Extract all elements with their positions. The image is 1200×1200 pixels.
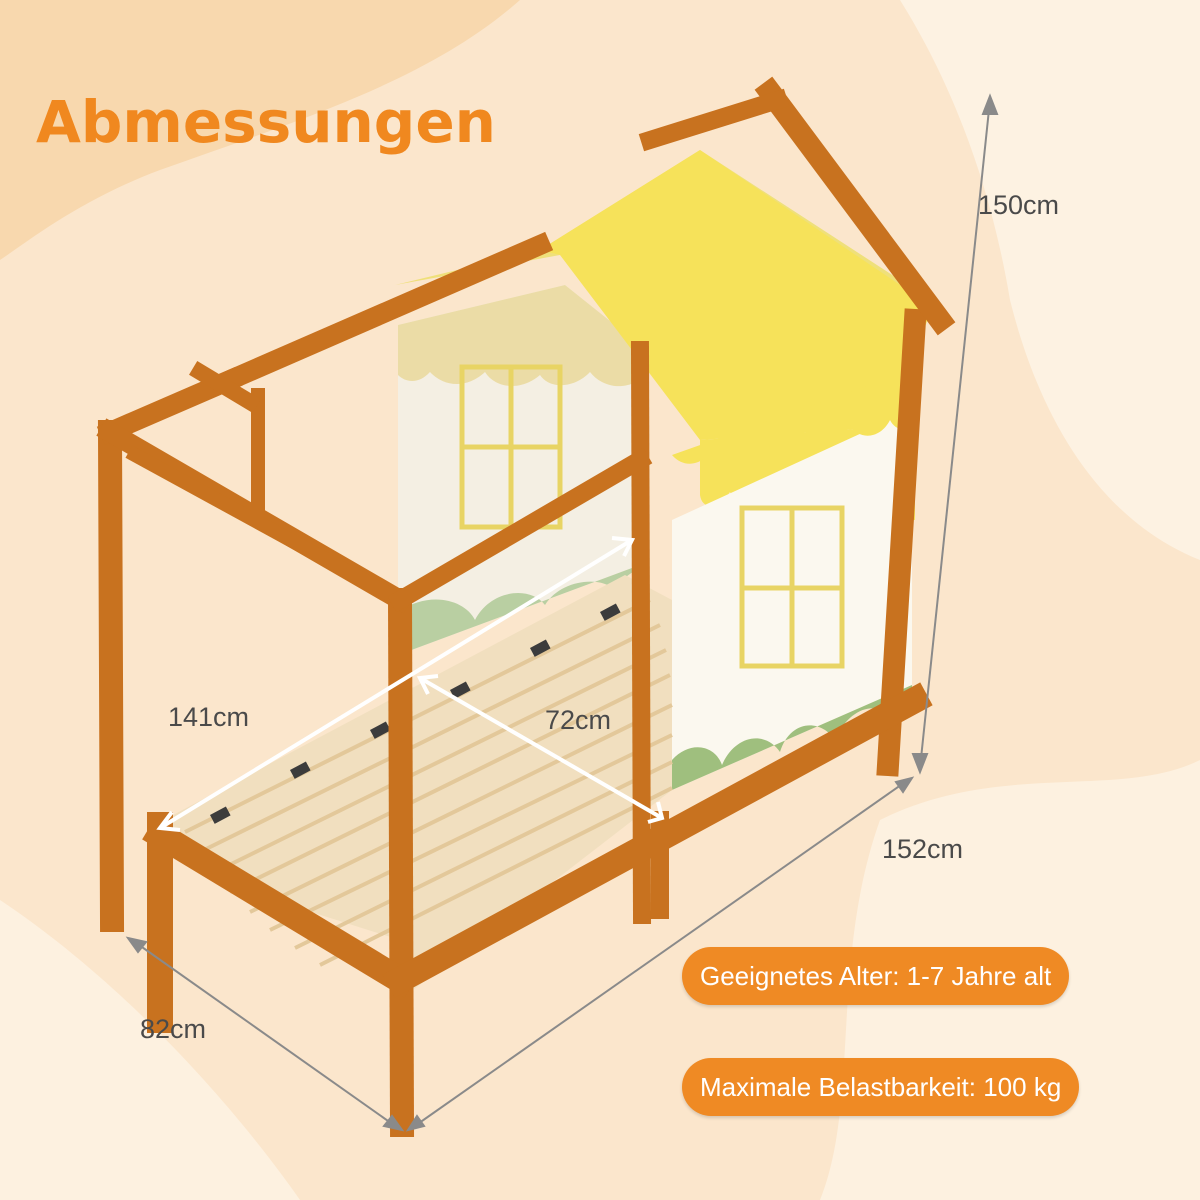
front-panel <box>672 370 912 790</box>
bg-blob-top <box>0 0 520 260</box>
bg-blob-bottom-left <box>0 900 300 1200</box>
height-label: 150cm <box>978 190 1060 220</box>
max-load-badge: Maximale Belastbarkeit: 100 kg <box>682 1058 1080 1116</box>
slat-base <box>160 575 673 1000</box>
wood-frame <box>96 76 956 1138</box>
page-title: Abmessungen <box>36 88 496 156</box>
dimension-lines <box>125 93 999 1132</box>
bg-blob-right <box>900 0 1200 560</box>
mattress-width-label: 72cm <box>545 705 612 735</box>
mattress-length-label: 141cm <box>168 702 250 732</box>
length-label: 152cm <box>882 834 964 864</box>
width-label: 82cm <box>140 1014 207 1044</box>
age-badge: Geeignetes Alter: 1-7 Jahre alt <box>682 947 1070 1005</box>
slat-dimension-lines <box>156 536 665 832</box>
